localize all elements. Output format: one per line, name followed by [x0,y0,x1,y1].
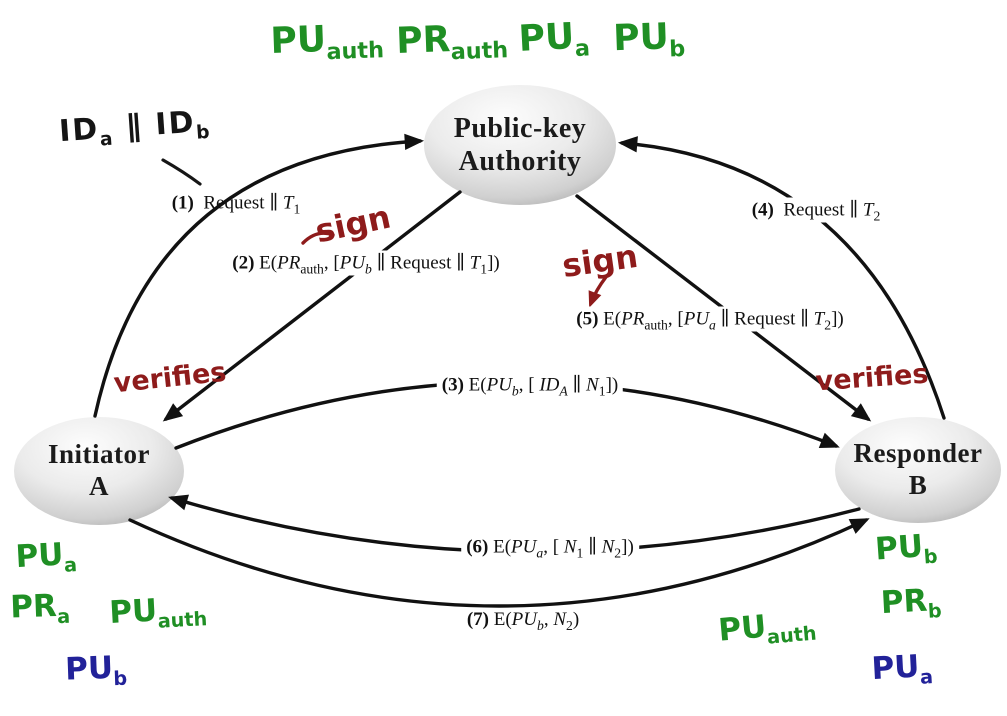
node-authority-line1: Public-key [453,112,587,144]
arrow-msg-2 [162,190,462,422]
id-note-connector-stroke [161,158,202,186]
node-initiator-line2: A [89,471,109,501]
annotation-responder-key-pr-b: PRb [879,582,943,623]
node-responder-shape [835,417,1001,523]
node-initiator-label: Initiator A [48,439,150,503]
annotation-authority-key-pu-auth: PUauth [269,19,385,66]
sign-right-arrow-stroke [588,275,608,308]
node-initiator-line1: Initiator [48,439,150,470]
annotation-responder-key-pu-a: PUa [870,648,934,689]
arrow-msg-7 [128,518,870,608]
node-initiator-shape [14,417,184,525]
message-label-4: (4) Request ∥ T2 [746,197,886,223]
message-label-3: (3) E(PUb, [ IDA ∥ N1]) [436,372,624,398]
node-responder-line1: Responder [853,438,983,469]
annotation-initiator-key-pu-auth: PUauth [108,592,208,633]
message-label-7: (7) E(PUb, N2) [461,608,585,632]
annotation-initiator-key-pu-b: PUb [64,649,128,691]
annotation-initiator-key-pr-a: PRa [9,587,71,629]
node-authority-label: Public-key Authority [454,112,587,178]
message-label-2: (2) E(PRauth, [PUb ∥ Request ∥ T1]) [227,250,505,276]
annotation-responder-key-pu-b: PUb [873,528,939,569]
annotation-authority-key-pu-a: PUa [517,15,591,63]
annotation-responder-key-pu-auth: PUauth [716,608,818,649]
sign-left-underline-stroke [301,231,335,245]
message-label-5: (5) E(PRauth, [PUa ∥ Request ∥ T2]) [571,306,849,332]
node-responder-line2: B [908,470,928,500]
annotation-initiator-key-pu-a: PUa [14,536,78,577]
message-label-6: (6) E(PUa, [ N1 ∥ N2]) [461,534,639,560]
node-authority-shape [424,85,616,205]
node-authority-line2: Authority [458,146,582,177]
node-responder-label: Responder B [853,438,982,502]
annotation-authority-key-pu-b: PUb [612,16,686,63]
arrow-msg-1 [93,133,425,418]
annotation-authority-key-pr-auth: PRauth [395,19,509,66]
annotation-sign-right: sign [559,236,641,286]
annotation-verifies-right: verifies [814,358,930,398]
message-label-1: (1) Request ∥ T1 [171,192,301,217]
